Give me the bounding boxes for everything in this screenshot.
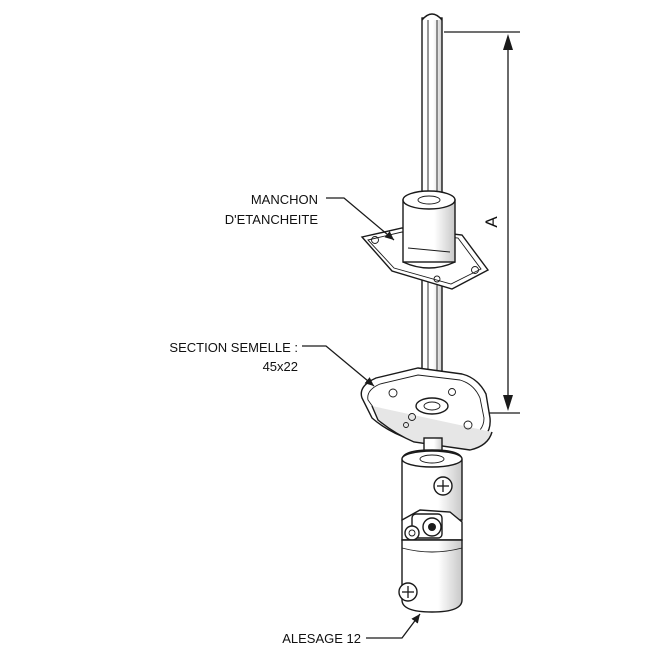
leader-alesage — [366, 613, 421, 639]
leader-manchon — [326, 197, 395, 241]
leader-section — [302, 345, 375, 387]
label-manchon-line2: D'ETANCHEITE — [225, 212, 319, 227]
label-manchon-line1: MANCHON — [251, 192, 318, 207]
label-section-line1: SECTION SEMELLE : — [169, 340, 298, 355]
label-section-line2: 45x22 — [263, 359, 298, 374]
base-plate — [360, 367, 493, 451]
universal-joint — [398, 437, 463, 613]
sealing-sleeve — [360, 190, 490, 290]
label-alesage: ALESAGE 12 — [282, 631, 361, 646]
dimension-a: A — [444, 31, 520, 414]
dimension-label: A — [482, 216, 501, 228]
